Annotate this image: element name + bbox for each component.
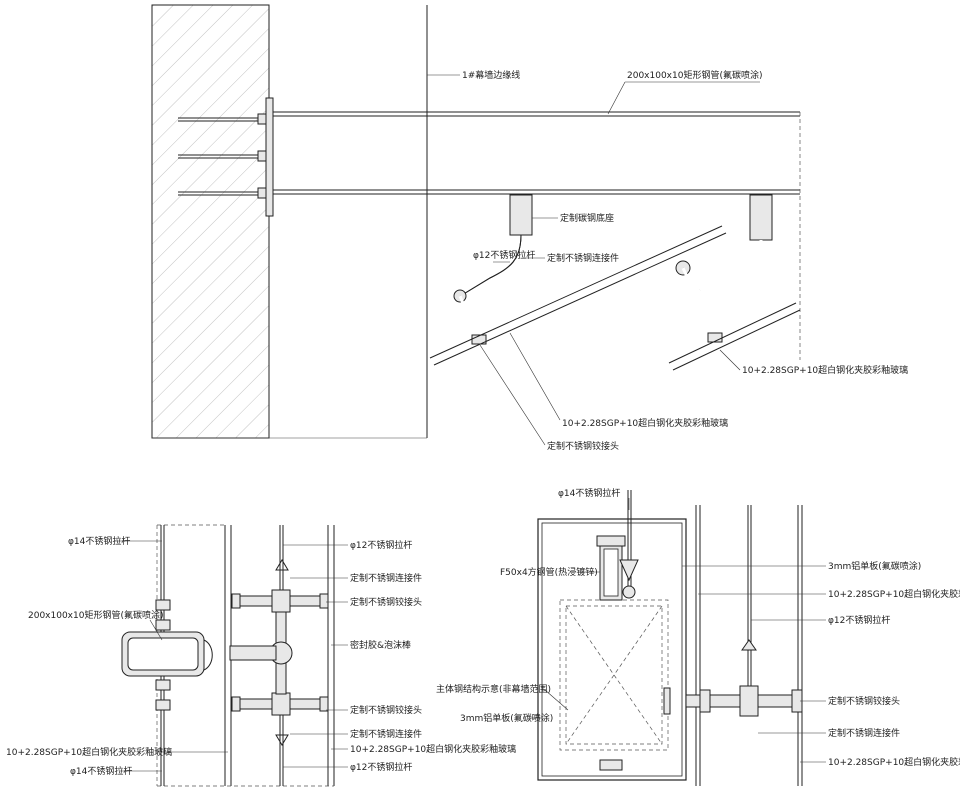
label-sealant: 密封胶&泡沫棒 bbox=[350, 639, 411, 651]
label-alu-left: 3mm铝单板(氟碳喷涂) bbox=[460, 712, 553, 724]
label-rod14-left-bottom: φ14不锈钢拉杆 bbox=[70, 765, 132, 777]
label-base: 定制碳钢底座 bbox=[560, 212, 614, 224]
base-bracket-right bbox=[675, 194, 773, 343]
label-glass-left: 10+2.28SGP+10超白钢化夹胶彩釉玻璃 bbox=[6, 746, 172, 758]
label-glass-top-2: 10+2.28SGP+10超白钢化夹胶彩釉玻璃 bbox=[562, 417, 728, 429]
label-hinge-left-top: 定制不锈钢铰接头 bbox=[350, 596, 422, 608]
label-hinge-left-bottom: 定制不锈钢铰接头 bbox=[350, 704, 422, 716]
main-structure bbox=[559, 599, 669, 751]
label-connector-right: 定制不锈钢连接件 bbox=[828, 727, 900, 739]
label-rod12-left-bottom: φ12不锈钢拉杆 bbox=[350, 761, 412, 773]
label-rod12-right: φ12不锈钢拉杆 bbox=[828, 614, 890, 626]
aluminum-frame bbox=[537, 518, 687, 781]
label-glass-right-bottom: 10+2.28SGP+10超白钢化夹胶彩釉玻璃 bbox=[828, 756, 960, 768]
base-bracket-left bbox=[453, 194, 533, 345]
label-wall-edge: 1#幕墙边缘线 bbox=[462, 69, 520, 81]
label-hinge-right: 定制不锈钢铰接头 bbox=[828, 695, 900, 707]
label-hinge-top: 定制不锈钢铰接头 bbox=[547, 440, 619, 452]
connector-top bbox=[231, 559, 329, 613]
rod14-fittings bbox=[155, 599, 171, 711]
connector-right bbox=[663, 685, 803, 717]
glass-panel-lower bbox=[429, 225, 727, 366]
hub-center bbox=[229, 611, 293, 695]
label-alu-top: 3mm铝单板(氟碳喷涂) bbox=[828, 560, 921, 572]
glass-panel-upper bbox=[668, 302, 801, 371]
label-glass-right: 10+2.28SGP+10超白钢化夹胶彩釉玻璃 bbox=[350, 743, 516, 755]
label-connector-top: 定制不锈钢连接件 bbox=[547, 252, 619, 264]
label-square-tube: F50x4方钢管(热浸镀锌) bbox=[500, 566, 598, 578]
label-rod14-right: φ14不锈钢拉杆 bbox=[558, 487, 620, 499]
label-rod12-left-top: φ12不锈钢拉杆 bbox=[350, 539, 412, 551]
label-connector-left-bottom: 定制不锈钢连接件 bbox=[350, 728, 422, 740]
top-detail: 1#幕墙边缘线 200x100x10矩形钢管(氟碳喷涂) 定制碳钢底座 φ12不… bbox=[151, 4, 908, 452]
label-structure: 主体钢结构示意(非幕墙范围) bbox=[436, 683, 551, 695]
label-rect-tube-left: 200x100x10矩形钢管(氟碳喷涂) bbox=[28, 609, 163, 621]
connector-bottom bbox=[231, 692, 329, 746]
label-glass-top-1: 10+2.28SGP+10超白钢化夹胶彩釉玻璃 bbox=[742, 364, 908, 376]
bottom-right-detail: φ14不锈钢拉杆 F50x4方钢管(热浸镀锌) 3mm铝单板(氟碳喷涂) 10+… bbox=[436, 487, 960, 786]
label-rod14-left-top: φ14不锈钢拉杆 bbox=[68, 535, 130, 547]
anchor-plate bbox=[265, 97, 274, 217]
label-connector-left-top: 定制不锈钢连接件 bbox=[350, 572, 422, 584]
rect-steel-tube bbox=[273, 111, 801, 360]
concrete-wall bbox=[151, 4, 270, 439]
label-glass-right-top: 10+2.28SGP+10超白钢化夹胶彩釉玻璃 bbox=[828, 588, 960, 600]
label-rod12-top: φ12不锈钢拉杆 bbox=[473, 249, 535, 261]
label-rect-tube-top: 200x100x10矩形钢管(氟碳喷涂) bbox=[627, 69, 762, 81]
bottom-left-detail: φ14不锈钢拉杆 φ12不锈钢拉杆 定制不锈钢连接件 定制不锈钢铰接头 200x… bbox=[6, 524, 516, 787]
anchor-bolts bbox=[178, 113, 267, 199]
